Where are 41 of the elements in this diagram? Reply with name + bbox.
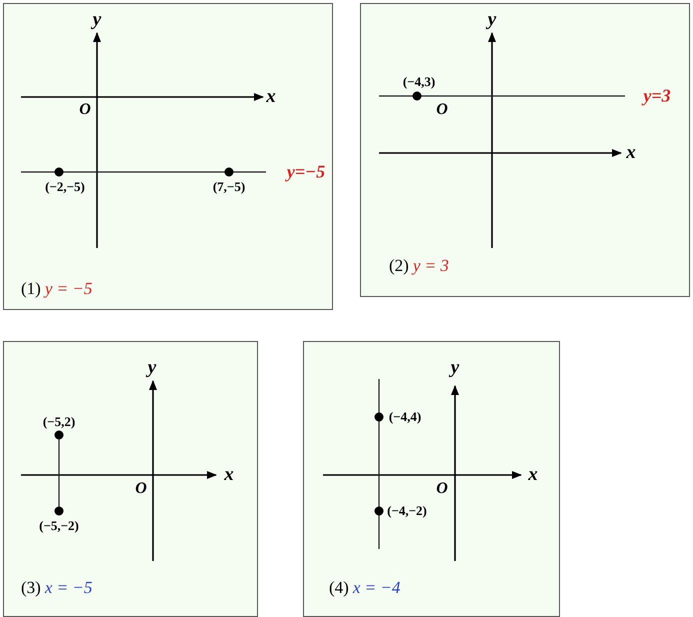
point-label: (7,−5) bbox=[212, 179, 246, 195]
axis-label: x bbox=[626, 142, 636, 164]
origin-label: O bbox=[79, 101, 91, 119]
point-dot bbox=[224, 168, 234, 176]
caption-number: (2) bbox=[389, 256, 409, 275]
equation-text: y = −5 bbox=[44, 279, 92, 298]
point-dot bbox=[374, 506, 384, 516]
caption-number: (3) bbox=[21, 578, 41, 597]
point-dot bbox=[54, 168, 64, 176]
line-equation: y=3 bbox=[643, 86, 671, 106]
point-dot bbox=[54, 506, 64, 516]
point-label: (−2,−5) bbox=[45, 179, 85, 195]
origin-label: O bbox=[135, 480, 147, 498]
origin-label: O bbox=[436, 101, 448, 119]
line-segment bbox=[58, 440, 60, 506]
axis-label: x bbox=[224, 464, 234, 486]
graph-panel bbox=[360, 3, 690, 297]
axis-label: y bbox=[450, 357, 460, 379]
equation-text: x = −4 bbox=[352, 578, 400, 597]
origin-label: O bbox=[436, 480, 448, 498]
point-dot bbox=[412, 92, 422, 100]
axis-label: x bbox=[266, 86, 276, 108]
caption-number: (4) bbox=[329, 578, 349, 597]
point-dot bbox=[374, 412, 384, 422]
axis-label: y bbox=[92, 9, 102, 31]
point-label: (−4,−2) bbox=[387, 503, 427, 519]
equation-text: y = 3 bbox=[412, 256, 449, 275]
graph-panel bbox=[3, 3, 333, 310]
caption-number: (1) bbox=[21, 279, 41, 298]
line-equation: y=−5 bbox=[286, 162, 326, 182]
point-label: (−4,3) bbox=[402, 74, 436, 90]
axis-label: y bbox=[488, 9, 496, 31]
graph-panel bbox=[303, 341, 560, 617]
point-dot bbox=[54, 430, 64, 440]
axis-label: x bbox=[528, 464, 538, 486]
graph-panel bbox=[3, 341, 258, 617]
point-label: (−5,2) bbox=[42, 414, 76, 430]
axis-label: y bbox=[148, 357, 156, 379]
equation-text: x = −5 bbox=[44, 578, 92, 597]
point-label: (−5,−2) bbox=[39, 518, 79, 534]
point-label: (−4,4) bbox=[388, 409, 422, 425]
